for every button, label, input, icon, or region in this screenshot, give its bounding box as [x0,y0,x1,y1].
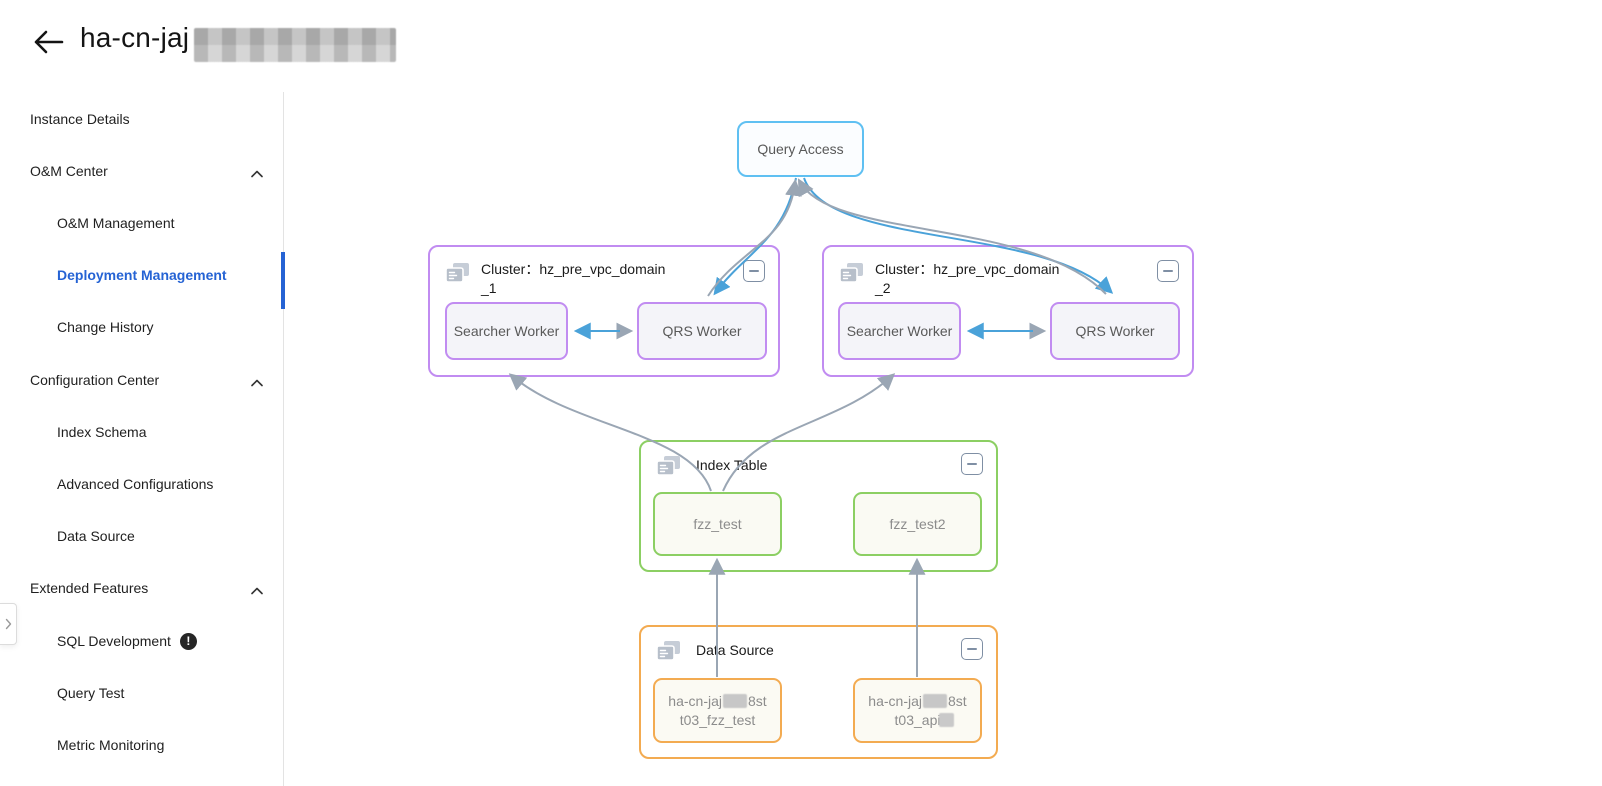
minus-icon [1163,270,1173,272]
sidebar-item-index-schema[interactable]: Index Schema [0,416,282,448]
sidebar-item-instance-details[interactable]: Instance Details [0,103,282,135]
chevron-right-icon [5,618,11,630]
data-source-header: Data Source [656,638,983,664]
chevron-up-icon[interactable] [250,583,264,595]
layers-stack-icon [445,262,471,286]
sidebar-item-query-test[interactable]: Query Test [0,677,282,709]
sidebar-item-metric-monitoring[interactable]: Metric Monitoring [0,729,282,761]
layers-stack-icon [656,640,682,664]
alert-badge: ! [179,632,197,650]
page-title: ha-cn-jaj [80,22,189,54]
redaction-blur [723,693,747,708]
collapse-button[interactable] [1157,260,1179,282]
layers-stack-icon [839,262,865,286]
cluster-2-title: Cluster：hz_pre_vpc_domain _2 [875,261,1060,296]
layers-stack-icon [656,455,682,479]
index-table-header: Index Table [656,453,983,479]
sidebar-expand-handle[interactable] [0,603,17,645]
title-redaction-blur [194,28,396,62]
minus-icon [749,270,759,272]
chevron-up-icon[interactable] [250,166,264,178]
active-item-indicator [281,252,285,309]
chevron-up-icon[interactable] [250,375,264,387]
page-title-text: ha-cn-jaj [80,22,190,53]
minus-icon [967,648,977,650]
sidebar-item-data-source[interactable]: Data Source [0,520,282,552]
index-table-title: Index Table [696,457,768,473]
sidebar-group-om-center[interactable]: O&M Center [0,155,282,187]
back-button[interactable] [30,28,66,58]
index-node-fzz-test2[interactable]: fzz_test2 [853,492,982,556]
sidebar-item-deployment-management[interactable]: Deployment Management [0,259,282,291]
cluster-1-header: Cluster：hz_pre_vpc_domain _1 [445,260,765,298]
qrs-worker-node-2[interactable]: QRS Worker [1050,302,1180,360]
sidebar-group-extended-features[interactable]: Extended Features [0,572,282,604]
sidebar-item-om-management[interactable]: O&M Management [0,207,282,239]
redaction-blur [923,693,947,708]
redaction-blur [939,713,954,727]
qrs-worker-node-1[interactable]: QRS Worker [637,302,767,360]
collapse-button[interactable] [961,453,983,475]
cluster-2-header: Cluster：hz_pre_vpc_domain _2 [839,260,1179,298]
arrow-left-icon [34,30,64,53]
sidebar-group-configuration-center[interactable]: Configuration Center [0,364,282,396]
sidebar-divider [283,92,284,786]
query-access-node[interactable]: Query Access [737,121,864,177]
searcher-worker-node-1[interactable]: Searcher Worker [445,302,568,360]
minus-icon [967,463,977,465]
collapse-button[interactable] [743,260,765,282]
sidebar-item-sql-development[interactable]: SQL Development ! [0,625,282,657]
searcher-worker-node-2[interactable]: Searcher Worker [838,302,961,360]
collapse-button[interactable] [961,638,983,660]
data-source-title: Data Source [696,642,774,658]
cluster-1-title: Cluster：hz_pre_vpc_domain _1 [481,261,666,296]
sidebar-item-advanced-configurations[interactable]: Advanced Configurations [0,468,282,500]
sidebar-item-change-history[interactable]: Change History [0,311,282,343]
index-node-fzz-test[interactable]: fzz_test [653,492,782,556]
